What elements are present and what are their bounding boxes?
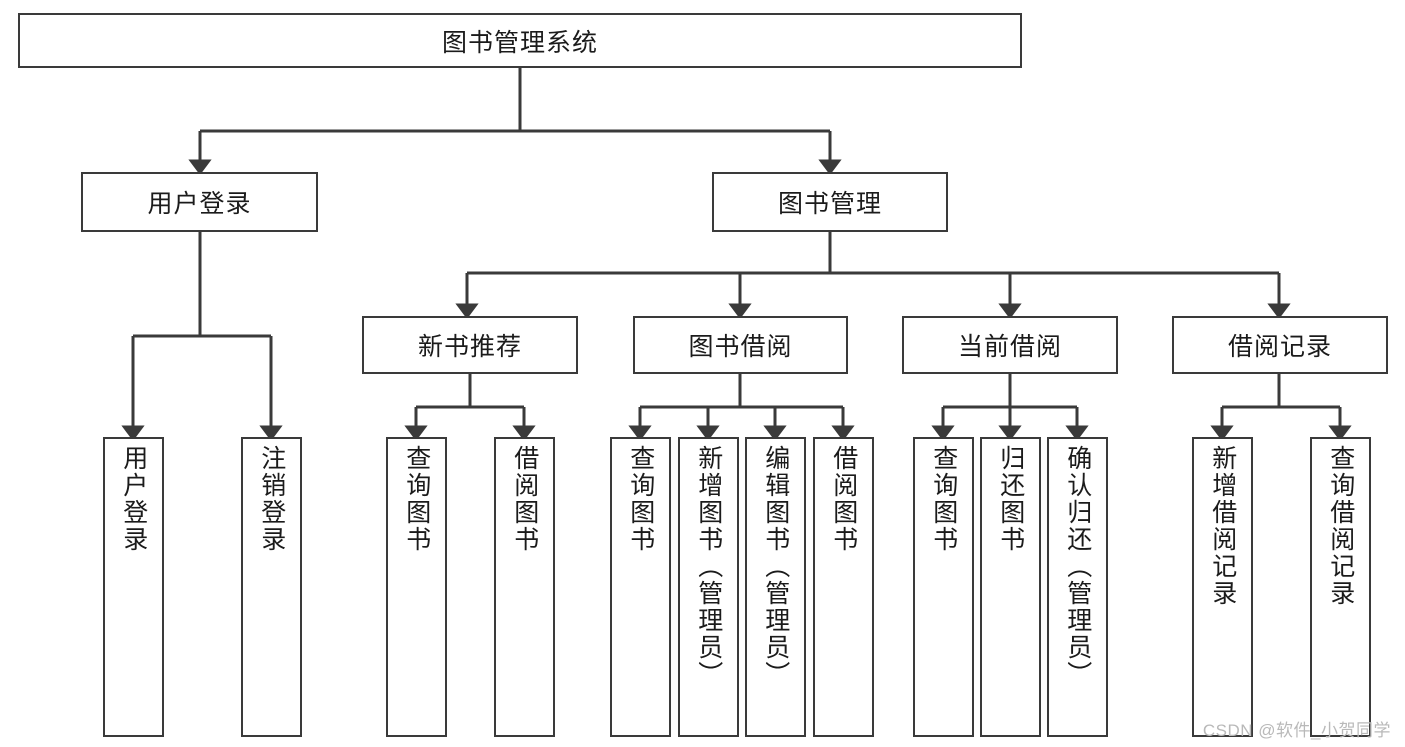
node-borrow-record[interactable]: 借阅记录 [1172,316,1388,374]
leaf-label: 新增图书（管理员） [694,445,723,688]
leaf-newbook-query-book[interactable]: 查询图书 [386,437,447,737]
leaf-borrow-borrow-book[interactable]: 借阅图书 [813,437,874,737]
leaf-label: 编辑图书（管理员） [761,445,790,688]
leaf-label: 新增借阅记录 [1208,445,1237,607]
node-label: 图书借阅 [688,333,793,361]
leaf-label-wrap: 新增借阅记录 [1194,445,1251,607]
leaf-label: 查询图书 [402,445,431,553]
node-label: 图书管理系统 [441,28,598,57]
watermark-text: CSDN @软件_小贺同学 [1202,721,1391,740]
leaf-label: 查询图书 [929,445,958,553]
leaf-label-wrap: 查询图书 [612,445,669,553]
leaf-borrow-edit-book-admin[interactable]: 编辑图书（管理员） [745,437,806,737]
leaf-user-login[interactable]: 用户登录 [103,437,164,737]
leaf-label-wrap: 查询借阅记录 [1312,445,1369,607]
leaf-label: 借阅图书 [829,445,858,553]
leaf-label-wrap: 查询图书 [388,445,445,553]
leaf-label: 查询图书 [626,445,655,553]
leaf-newbook-borrow-book[interactable]: 借阅图书 [494,437,555,737]
leaf-label-wrap: 查询图书 [915,445,972,553]
leaf-label-wrap: 用户登录 [105,445,162,553]
leaf-label-wrap: 编辑图书（管理员） [747,445,804,688]
leaf-label-wrap: 归还图书 [982,445,1039,553]
node-user-login[interactable]: 用户登录 [81,172,318,232]
leaf-borrow-add-book-admin[interactable]: 新增图书（管理员） [678,437,739,737]
leaf-label-wrap: 新增图书（管理员） [680,445,737,688]
leaf-label: 借阅图书 [510,445,539,553]
leaf-label: 用户登录 [119,445,148,553]
leaf-current-query-book[interactable]: 查询图书 [913,437,974,737]
node-label: 新书推荐 [417,333,522,361]
leaf-label-wrap: 借阅图书 [815,445,872,553]
leaf-label: 归还图书 [996,445,1025,553]
leaf-record-query-record[interactable]: 查询借阅记录 [1310,437,1371,737]
node-current-borrow[interactable]: 当前借阅 [902,316,1118,374]
leaf-current-confirm-return-admin[interactable]: 确认归还（管理员） [1047,437,1108,737]
node-label: 借阅记录 [1227,333,1332,361]
node-label: 图书管理 [777,190,882,218]
leaf-label-wrap: 注销登录 [243,445,300,553]
node-new-book-recommend[interactable]: 新书推荐 [362,316,578,374]
node-book-management[interactable]: 图书管理 [712,172,948,232]
leaf-logout[interactable]: 注销登录 [241,437,302,737]
leaf-label: 查询借阅记录 [1326,445,1355,607]
node-book-borrow[interactable]: 图书借阅 [633,316,848,374]
leaf-label: 注销登录 [257,445,286,553]
node-root-system[interactable]: 图书管理系统 [18,13,1022,68]
leaf-record-add-record[interactable]: 新增借阅记录 [1192,437,1253,737]
leaf-label-wrap: 确认归还（管理员） [1049,445,1106,688]
leaf-label: 确认归还（管理员） [1063,445,1092,688]
leaf-label-wrap: 借阅图书 [496,445,553,553]
leaf-current-return-book[interactable]: 归还图书 [980,437,1041,737]
leaf-borrow-query-book[interactable]: 查询图书 [610,437,671,737]
node-label: 当前借阅 [957,333,1062,361]
node-label: 用户登录 [147,190,252,218]
